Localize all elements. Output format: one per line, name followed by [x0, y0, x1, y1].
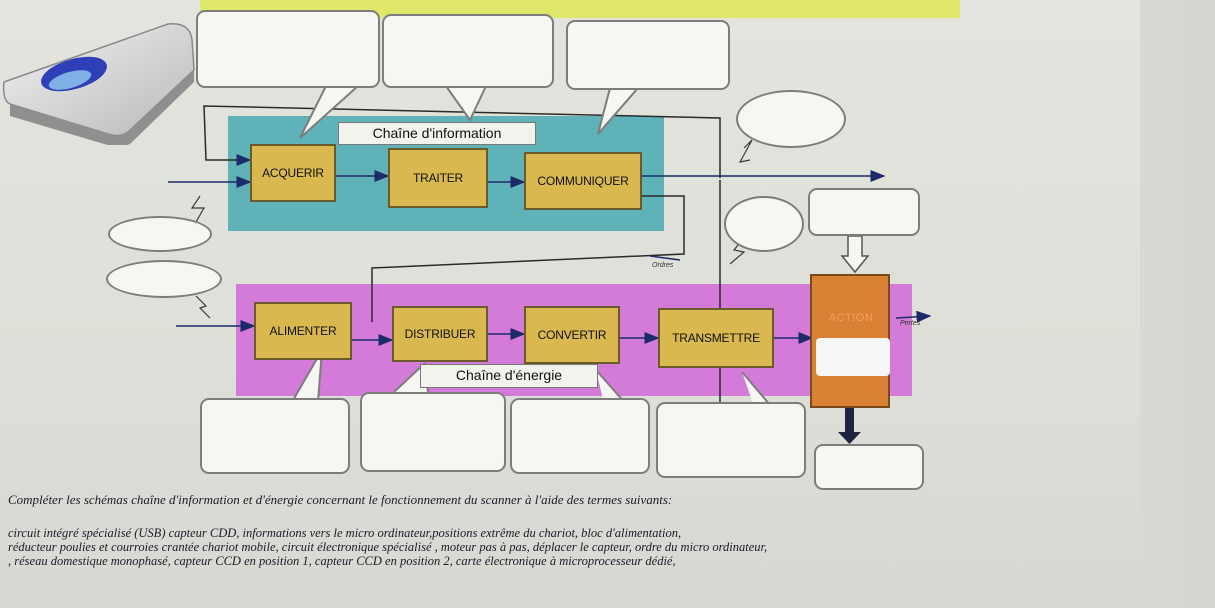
answer-ellipse-3[interactable]: [108, 216, 212, 252]
instructions-prompt: Compléter les schémas chaîne d'informati…: [8, 492, 673, 507]
function-distribuer: DISTRIBUER: [392, 306, 488, 362]
action-answer-box[interactable]: [816, 338, 890, 376]
pertes-label: Pertes: [900, 320, 921, 327]
energy-chain-label: Chaîne d'énergie: [420, 364, 598, 388]
answer-ellipse-4[interactable]: [106, 260, 222, 298]
answer-bubble-2[interactable]: [382, 14, 554, 88]
answer-bubble-1[interactable]: [196, 10, 380, 88]
answer-bubble-4[interactable]: [200, 398, 350, 474]
answer-bubble-6[interactable]: [510, 398, 650, 474]
function-traiter: TRAITER: [388, 148, 488, 208]
function-alimenter: ALIMENTER: [254, 302, 352, 360]
answer-box-bottom-right[interactable]: [814, 444, 924, 490]
answer-box-top-right[interactable]: [808, 188, 920, 236]
function-convertir: CONVERTIR: [524, 306, 620, 364]
function-transmettre: TRANSMETTRE: [658, 308, 774, 368]
title-strip: [200, 0, 960, 18]
scanner-icon: [2, 23, 195, 145]
terms-line-2: réducteur poulies et courroies crantée c…: [8, 540, 768, 554]
information-chain-label: Chaîne d'information: [338, 122, 536, 145]
instructions: Compléter les schémas chaîne d'informati…: [8, 492, 1058, 568]
answer-ellipse-2[interactable]: [724, 196, 804, 252]
answer-bubble-5[interactable]: [360, 392, 506, 472]
answer-ellipse-1[interactable]: [736, 90, 846, 148]
terms-line-3: , réseau domestique monophasé, capteur C…: [8, 554, 676, 568]
function-acquerir: ACQUERIR: [250, 144, 336, 202]
answer-bubble-3[interactable]: [566, 20, 730, 90]
answer-bubble-7[interactable]: [656, 402, 806, 478]
ordres-label: Ordres: [652, 262, 674, 269]
function-communiquer: COMMUNIQUER: [524, 152, 642, 210]
terms-line-1: circuit intégré spécialisé (USB) capteur…: [8, 526, 682, 540]
action-label: ACTION: [828, 312, 874, 324]
